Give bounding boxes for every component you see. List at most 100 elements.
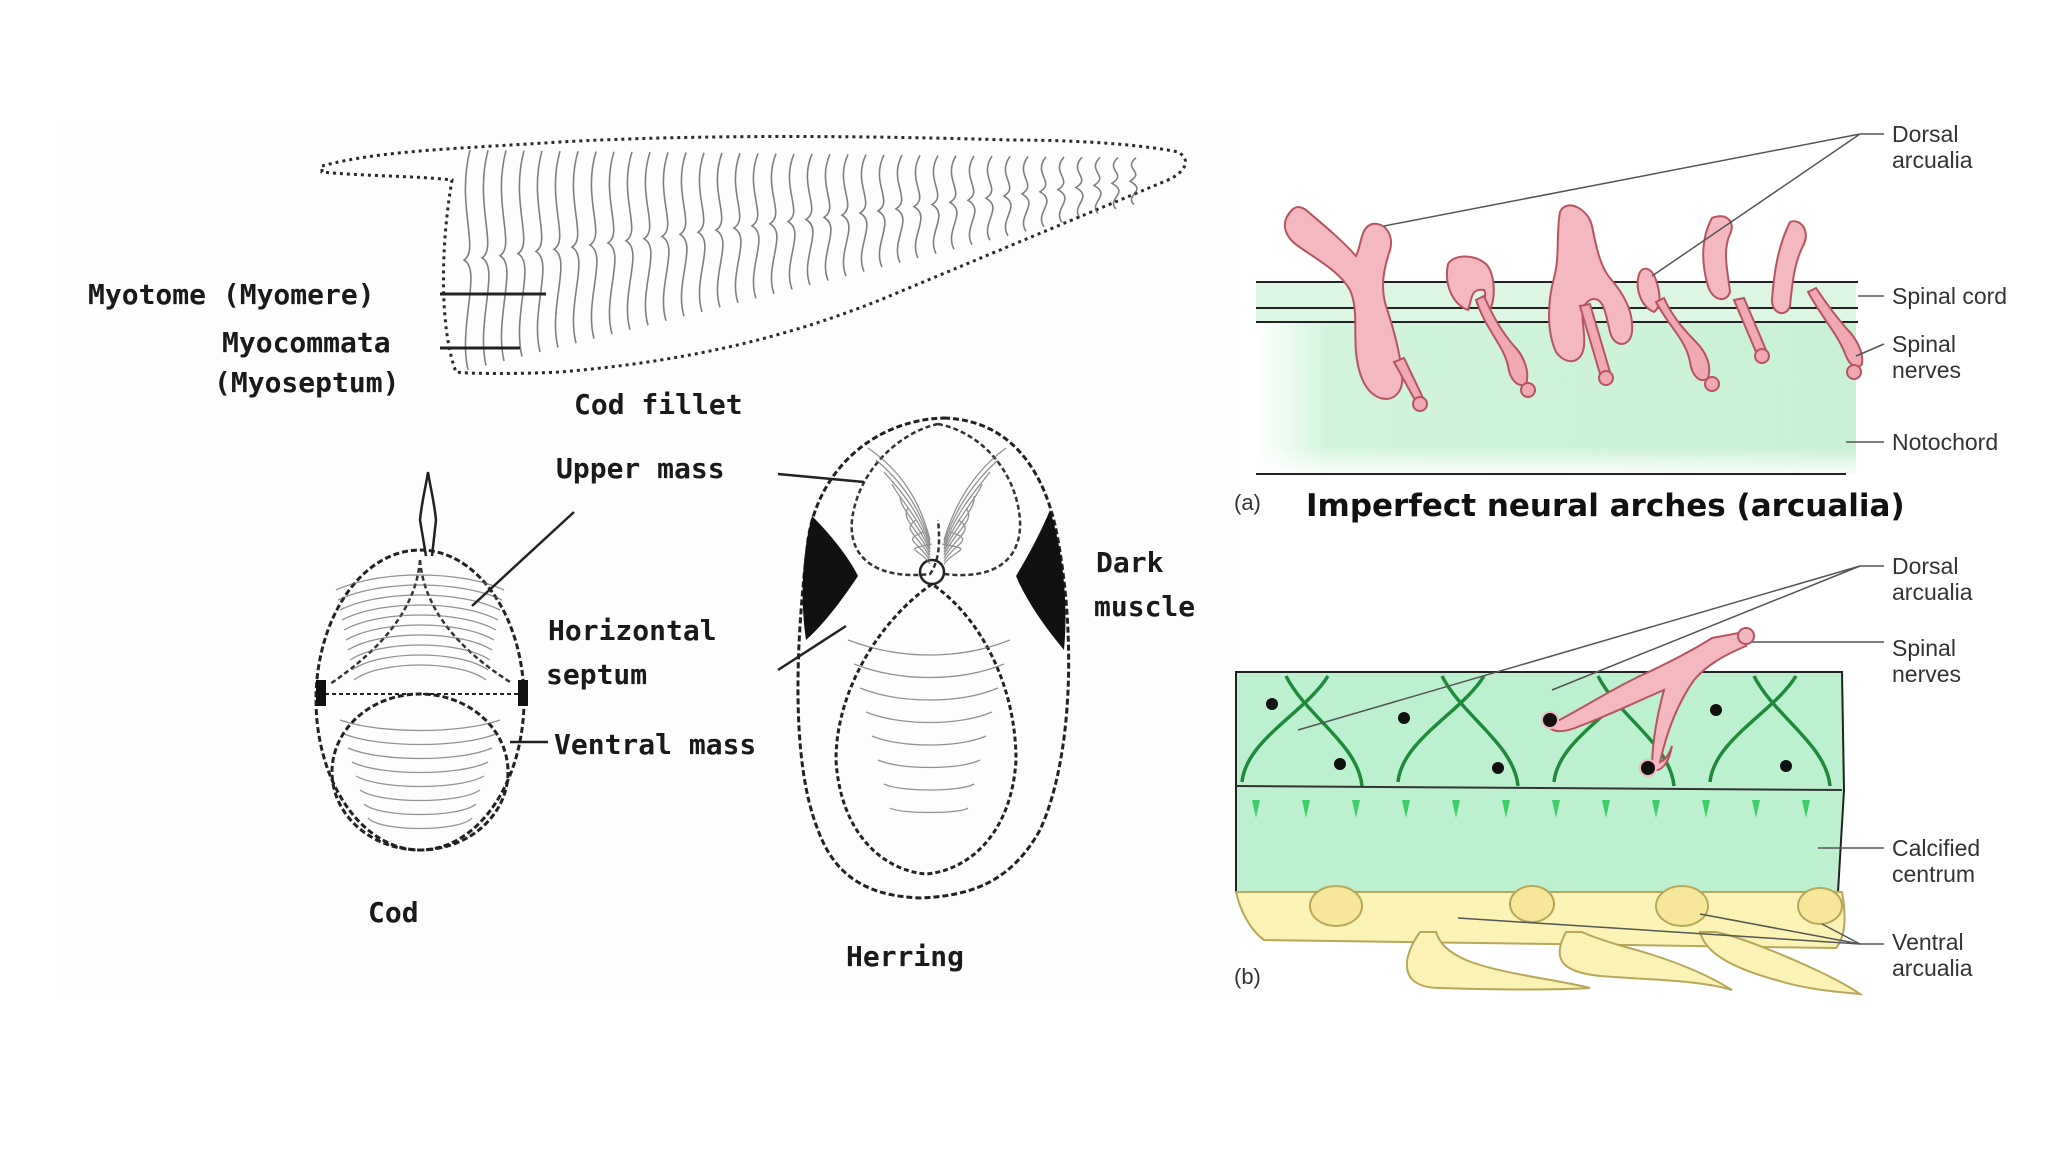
label-a-spinal-cord: Spinal cord xyxy=(1892,283,2007,309)
spinal-nerves-b xyxy=(1546,627,1755,772)
ventral-leader-2 xyxy=(1699,913,1861,945)
cod-hatch-line xyxy=(347,747,493,760)
myomere-line xyxy=(624,151,634,330)
cod-muscle-hatching xyxy=(335,574,505,830)
fillet-caption: Cod fillet xyxy=(574,388,743,421)
myomere-line xyxy=(984,155,994,241)
ventral-nodule-4 xyxy=(1797,887,1843,925)
panel-a-title: Imperfect neural arches (arcualia) xyxy=(1306,488,1905,524)
ventral-leader-1 xyxy=(1457,917,1861,945)
panel-a-leaders xyxy=(1383,133,1885,443)
myomere-line xyxy=(480,150,490,366)
myomere-line xyxy=(822,153,832,281)
herring-hatch-line xyxy=(871,735,987,746)
spinal-nerves-leader xyxy=(1855,343,1885,357)
label-b-ventral-2: arcualia xyxy=(1892,955,1973,981)
myomere-line xyxy=(1128,157,1138,206)
seam-tick xyxy=(1252,800,1260,818)
label-a-dorsal-1: Dorsal xyxy=(1892,121,1958,147)
cod-hatch-line xyxy=(355,775,485,788)
seam-tick xyxy=(1352,800,1360,818)
cod-caption: Cod xyxy=(368,896,419,929)
panel-b: Dorsal arcualia Spinal nerves Calcified … xyxy=(1234,553,1980,996)
myomere-line xyxy=(966,155,976,246)
myomere-line xyxy=(1002,155,1012,237)
myomere-line xyxy=(606,151,616,335)
cod-hatch-line xyxy=(335,574,505,591)
nerve-6 xyxy=(1806,286,1864,368)
cod-hatch-line xyxy=(363,803,477,816)
herring-hatch-line xyxy=(941,543,962,565)
seam-line xyxy=(1708,675,1798,783)
panel-b-letter: (b) xyxy=(1234,964,1261,989)
herring-hatch-line xyxy=(943,507,970,556)
myomere-line xyxy=(1110,156,1120,210)
ventral-nodules xyxy=(1309,885,1843,927)
herring-hatch-line xyxy=(943,459,999,544)
seam-line xyxy=(1240,675,1330,783)
herring-hatch-line xyxy=(875,459,931,544)
seam-tick xyxy=(1652,800,1660,818)
arcualia-6 xyxy=(1770,220,1807,315)
dorsal-leader-b1 xyxy=(1297,565,1861,731)
myomere-line xyxy=(1092,156,1102,214)
myomere-line xyxy=(804,153,814,286)
cod-hatch-line xyxy=(359,789,481,802)
myocommata-label: Myocommata xyxy=(222,326,391,359)
foramina-dots xyxy=(1266,698,1792,774)
label-b-calcified-2: centrum xyxy=(1892,861,1975,887)
cod-section-drawing: Cod Horizontal septum Ventral mass xyxy=(314,471,756,929)
nerve-5-end xyxy=(1754,348,1770,364)
dark-label: Dark xyxy=(1096,546,1164,579)
arcualia-5 xyxy=(1702,215,1733,301)
cod-fillet-drawing: Myotome (Myomere) Myocommata (Myoseptum)… xyxy=(88,135,1187,421)
foramen-dot xyxy=(1266,698,1278,710)
seam-tick xyxy=(1802,800,1810,818)
ventral-process-1 xyxy=(1406,931,1591,991)
cod-hatch-line xyxy=(347,634,493,651)
nerve-1-end xyxy=(1412,396,1428,412)
arcualia-3 xyxy=(1548,204,1634,362)
dorsal-leader-1 xyxy=(1383,133,1861,227)
seam-tick xyxy=(1302,800,1310,818)
label-a-notochord: Notochord xyxy=(1892,429,1998,455)
herring-hatch-line xyxy=(853,663,1005,679)
herring-hatch-line xyxy=(912,531,931,562)
herring-septum-pointer xyxy=(777,624,847,672)
seam-line xyxy=(1752,675,1832,787)
myomere-line xyxy=(696,152,706,313)
herring-hatch-line xyxy=(865,711,993,724)
ventral-mass-label: Ventral mass xyxy=(554,728,756,761)
seam-tick xyxy=(1452,800,1460,818)
arcualia-4 xyxy=(1636,267,1661,314)
myomere-line xyxy=(642,151,652,326)
seam-tick xyxy=(1702,800,1710,818)
dark-muscle-left xyxy=(802,516,858,640)
cod-septum-mark-left xyxy=(316,680,326,706)
dorsal-leader-b2 xyxy=(1551,565,1861,691)
myomere-line xyxy=(714,152,724,308)
calcified-centrum xyxy=(1235,671,1846,893)
label-b-spinal-2: nerves xyxy=(1892,661,1961,687)
nerve-b-root-1 xyxy=(1541,711,1559,729)
herring-hatch-line xyxy=(943,471,991,547)
cod-hatch-line xyxy=(351,761,489,774)
arcualia-1 xyxy=(1283,206,1404,400)
myomere-line xyxy=(786,153,796,290)
cod-hatch-line xyxy=(341,604,499,621)
seam-line xyxy=(1396,675,1486,783)
foramen-dot xyxy=(1334,758,1346,770)
myomere-line xyxy=(534,150,544,353)
seam-line xyxy=(1440,675,1520,787)
nerve-6-end xyxy=(1846,364,1862,380)
herring-ventral-mass xyxy=(834,582,1018,876)
label-a-spinal-1: Spinal xyxy=(1892,331,1956,357)
ventral-leader-3 xyxy=(1821,923,1861,945)
seam-tick xyxy=(1602,800,1610,818)
myomere-line xyxy=(1074,156,1084,219)
nerve-b-root-2 xyxy=(1639,759,1657,777)
upper-mass-pointer xyxy=(777,472,865,484)
seam-tick xyxy=(1752,800,1760,818)
herring-section-drawing: Upper mass Dark muscle Herring xyxy=(556,416,1195,973)
